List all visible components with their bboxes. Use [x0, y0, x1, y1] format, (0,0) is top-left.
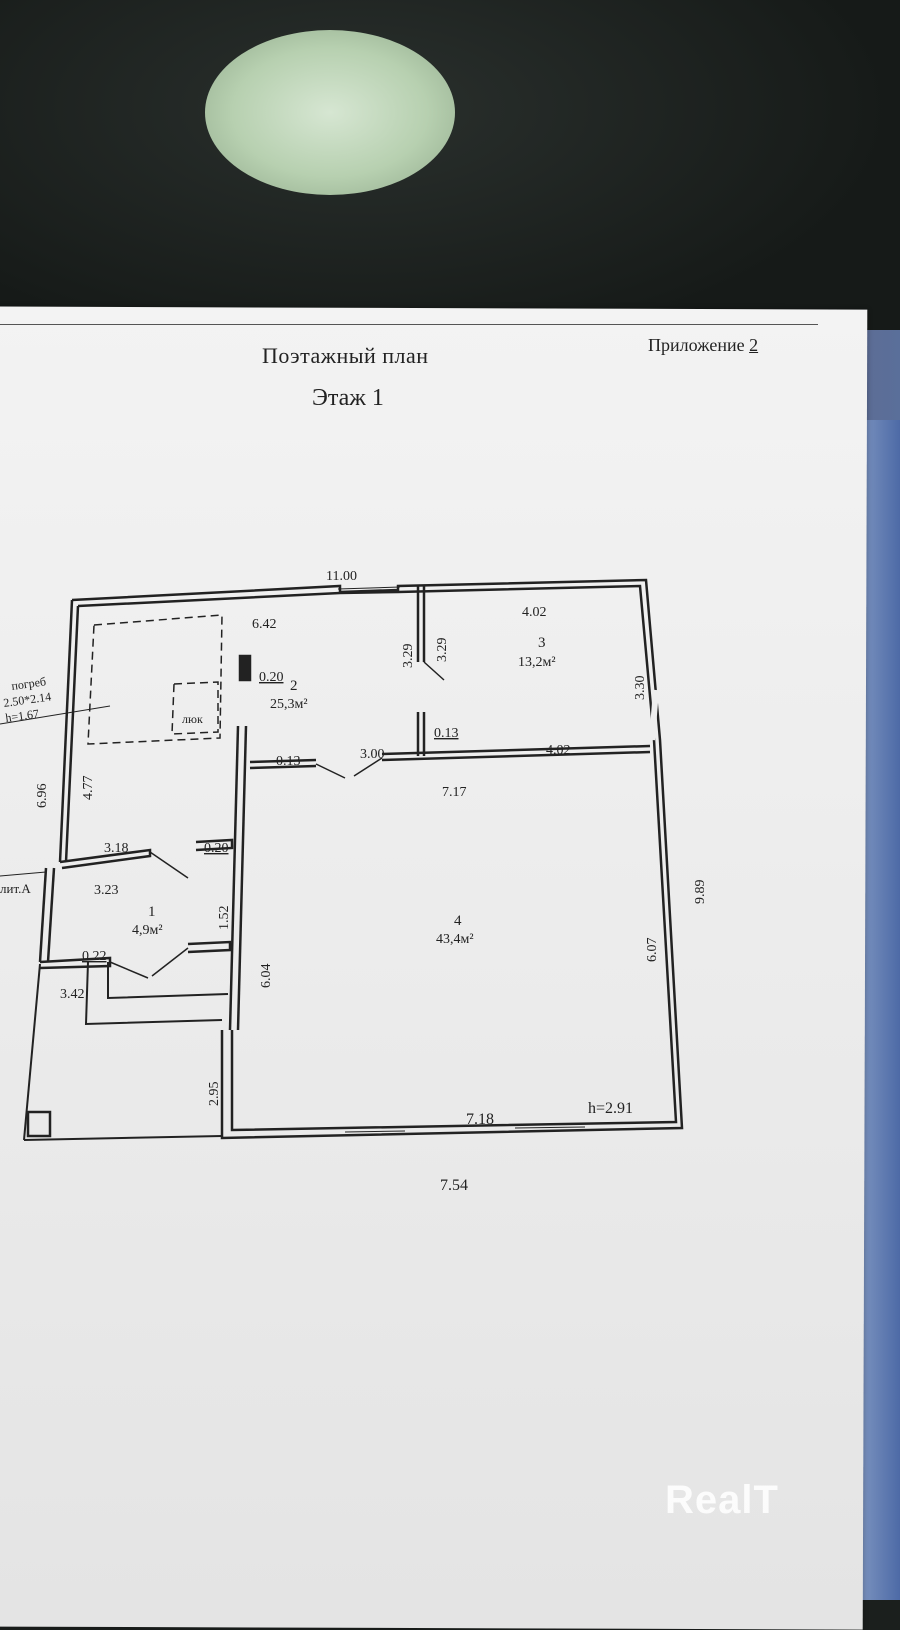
dim-6-04: 6.04: [259, 964, 274, 989]
room4-top-wall: [381, 750, 651, 762]
dim-6-42: 6.42: [252, 617, 277, 632]
room2-number: 2: [290, 678, 298, 694]
dim-0-22: 0.22: [82, 949, 107, 964]
room1-bottom-wall-right: [187, 940, 232, 954]
dim-6-96: 6.96: [35, 784, 50, 809]
room4-door-right: [353, 757, 383, 777]
room1-top-wall-right: [195, 838, 234, 852]
room4-area: 43,4м²: [436, 932, 474, 947]
room1-left-wall: [38, 867, 48, 963]
room2-area: 25,3м²: [270, 697, 308, 712]
room4-left-wall-inner: [236, 725, 248, 1031]
lit-label: лит.А: [0, 881, 31, 896]
porch-bottom: [23, 1135, 223, 1141]
room3-door: [423, 661, 445, 681]
porch-step-inner: [107, 962, 229, 1000]
room1-area: 4,9м²: [132, 923, 163, 938]
dim-3-18: 3.18: [104, 841, 129, 856]
porch-step-outer: [84, 961, 223, 1026]
outer-wall: [71, 578, 684, 1140]
dim-11-00: 11.00: [326, 569, 357, 584]
dim-7-54: 7.54: [440, 1177, 468, 1194]
room1-left-wall-inner: [46, 867, 56, 963]
frame-top-line: [0, 324, 818, 325]
dim-7-17: 7.17: [442, 785, 467, 800]
room4-number: 4: [454, 913, 462, 929]
cellar-dashed-box: [87, 614, 223, 745]
window-bottom-b: [514, 1126, 586, 1129]
outer-wall-inner: [77, 584, 678, 1132]
room4-top-wall-left: [249, 758, 317, 764]
dim-4-02-top: 4.02: [522, 605, 547, 620]
dim-3-42: 3.42: [60, 987, 85, 1002]
post-square: [26, 1110, 52, 1138]
room3-area: 13,2м²: [518, 655, 556, 670]
walls: [23, 578, 684, 1141]
window-right: [649, 689, 659, 741]
dim-7-18: 7.18: [466, 1111, 494, 1128]
dimensions: 11.00 6.42 4.02 3.29 3.29 0.20 3.30 0.13…: [35, 569, 708, 1194]
plan-title: Поэтажный план: [262, 343, 429, 368]
dim-0-20-a: 0.20: [259, 670, 284, 685]
dim-3-30: 3.30: [633, 676, 648, 701]
appendix-prefix: Приложение: [648, 335, 745, 355]
dim-3-00: 3.00: [360, 747, 385, 762]
left-wall-inner: [64, 605, 80, 863]
cellar-name: погреб: [10, 674, 46, 693]
dim-3-23: 3.23: [94, 883, 119, 898]
appendix-label: Приложение 2: [648, 335, 758, 356]
room4-top-wall-inner: [381, 744, 651, 756]
cellar-height: h=1.67: [4, 706, 39, 725]
room1-door-bottom-left: [109, 961, 149, 979]
dim-3-29-a: 3.29: [401, 644, 416, 669]
dim-1-52: 1.52: [217, 906, 232, 931]
dim-0-13-a: 0.13: [434, 726, 459, 741]
room3-number: 3: [538, 635, 546, 651]
realt-watermark: RealT: [665, 1478, 779, 1522]
left-wall: [58, 599, 74, 863]
dim-2-95: 2.95: [207, 1082, 222, 1107]
room1-number: 1: [148, 904, 156, 920]
cellar-size: 2.50*2.14: [2, 689, 51, 710]
cellar-leader: [0, 705, 111, 725]
dim-0-13-b: 0.13: [276, 754, 301, 769]
dim-9-89: 9.89: [693, 880, 708, 905]
floor-label: Этаж 1: [312, 385, 384, 411]
window-top: [337, 586, 401, 590]
ceiling-height: h=2.91: [588, 1100, 633, 1117]
room4-door-left: [315, 763, 346, 779]
window-bottom-a: [344, 1130, 406, 1133]
hatch-dashed-box: [171, 681, 219, 735]
dim-3-29-b: 3.29: [435, 638, 450, 663]
dim-0-20-b: 0.20: [204, 841, 229, 856]
room4-top-wall-left-inner: [249, 764, 317, 770]
dim-4-77: 4.77: [81, 776, 96, 801]
chimney: [238, 654, 252, 682]
dim-6-07: 6.07: [645, 938, 660, 963]
room1-door-top: [149, 851, 189, 879]
lamp-light: [205, 30, 455, 195]
dark-background: [0, 0, 900, 360]
room1-top-wall: [59, 848, 152, 870]
hatch-label: люк: [182, 712, 203, 726]
dim-4-02-mid: 4.02: [546, 743, 571, 758]
lit-leader: [0, 871, 47, 877]
porch-left: [23, 963, 41, 1141]
room4-left-wall: [228, 725, 240, 1031]
appendix-number: 2: [749, 335, 759, 355]
room1-door-bottom-right: [151, 947, 189, 977]
cellar-outline: [87, 614, 223, 745]
